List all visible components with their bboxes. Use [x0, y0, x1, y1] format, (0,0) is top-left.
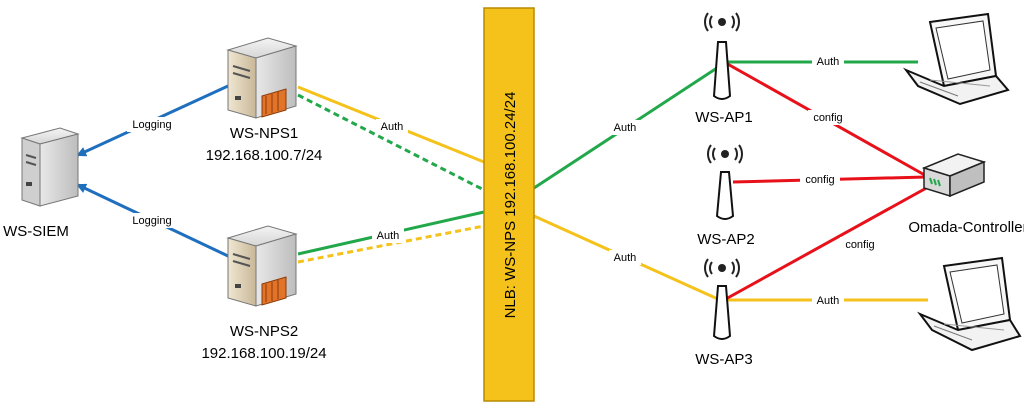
edge-label-auth-ap3: Auth — [609, 250, 641, 265]
edge-label-auth-nps2: Auth — [372, 228, 404, 243]
laptop-icon — [902, 12, 1010, 106]
siem-label: WS-SIEM — [3, 223, 69, 240]
edge-label-auth-laptop1: Auth — [812, 54, 844, 69]
svg-text:config: config — [805, 174, 834, 186]
svg-text:Auth: Auth — [817, 56, 840, 68]
laptop2 — [916, 256, 1022, 352]
controller-label: Omada-Controller — [908, 219, 1024, 236]
ap1-label: WS-AP1 — [695, 109, 753, 126]
nps2-server: WS-NPS2 192.168.100.19/24 — [201, 225, 327, 362]
access-point-icon — [704, 12, 740, 100]
edge-label-auth-ap1: Auth — [609, 120, 641, 135]
svg-text:Auth: Auth — [381, 121, 404, 133]
edge-label-logging2: Logging — [127, 213, 177, 228]
router-icon — [921, 153, 987, 198]
laptop-icon — [916, 256, 1022, 352]
svg-text:Logging: Logging — [132, 215, 171, 227]
edge-label-config-ap2: config — [800, 172, 840, 187]
ap3-label: WS-AP3 — [695, 351, 753, 368]
auth-line-nps2-yellow-dashed — [297, 224, 485, 264]
edge-label-config-ap3: config — [840, 237, 880, 252]
ap2: WS-AP2 — [697, 144, 755, 248]
ap3: WS-AP3 — [695, 258, 753, 368]
server-icon — [226, 37, 298, 119]
nps2-label: WS-NPS2 — [230, 323, 298, 340]
ap1: WS-AP1 — [695, 12, 753, 126]
laptop1 — [902, 12, 1010, 106]
svg-text:Auth: Auth — [377, 230, 400, 242]
svg-text:Auth: Auth — [614, 252, 637, 264]
siem-server: WS-SIEM — [3, 127, 80, 240]
svg-text:Auth: Auth — [817, 295, 840, 307]
auth-line-nps1-green-dashed — [297, 93, 485, 192]
server-icon — [226, 225, 298, 307]
ap2-label: WS-AP2 — [697, 231, 755, 248]
access-point-icon — [707, 144, 743, 220]
access-point-icon — [704, 258, 740, 340]
svg-text:Auth: Auth — [614, 122, 637, 134]
svg-text:config: config — [813, 112, 842, 124]
nlb-label: NLB: WS-NPS 192.168.100.24/24 — [502, 92, 519, 319]
server-icon — [20, 127, 80, 207]
nps1-ip: 192.168.100.7/24 — [206, 147, 323, 164]
svg-text:config: config — [845, 239, 874, 251]
edge-label-auth-nps1: Auth — [376, 119, 408, 134]
nps1-server: WS-NPS1 192.168.100.7/24 — [206, 37, 323, 164]
config-line-ap3 — [723, 184, 931, 302]
nps1-label: WS-NPS1 — [230, 125, 298, 142]
nps2-ip: 192.168.100.19/24 — [201, 345, 326, 362]
omada-controller: Omada-Controller — [908, 153, 1024, 236]
edge-label-logging1: Logging — [127, 117, 177, 132]
edge-label-config-ap1: config — [808, 110, 848, 125]
nlb-bar: NLB: WS-NPS 192.168.100.24/24 — [483, 7, 535, 402]
edge-label-auth-laptop2: Auth — [812, 293, 844, 308]
svg-text:Logging: Logging — [132, 119, 171, 131]
